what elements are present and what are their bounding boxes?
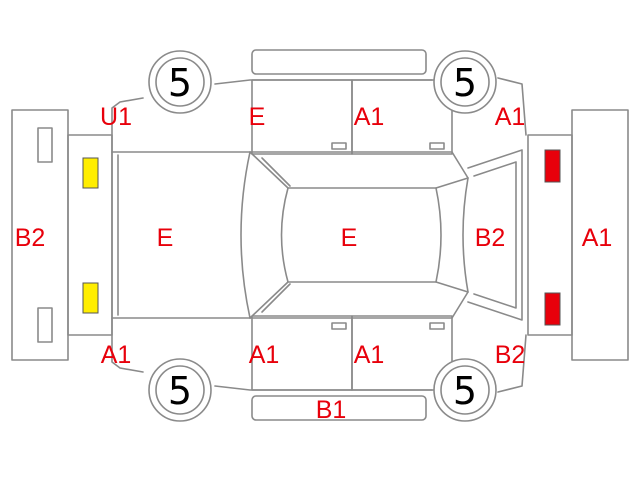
label-right-front-fender[interactable]: A1: [101, 341, 132, 369]
label-right-rocker[interactable]: B1: [316, 396, 347, 424]
rear-right-lamp: [544, 292, 561, 326]
wheel-rear-left-grade: 5: [453, 61, 477, 105]
label-rear-bumper[interactable]: A1: [582, 224, 613, 252]
label-roof[interactable]: E: [341, 224, 358, 252]
car-body-outline: [111, 77, 527, 393]
wheel-rear-right-grade: 5: [453, 369, 477, 413]
wheel-rear-left[interactable]: 5: [433, 50, 497, 114]
wheel-front-left[interactable]: 5: [148, 50, 212, 114]
wheel-rear-right[interactable]: 5: [433, 358, 497, 422]
label-left-rear-quarter[interactable]: A1: [495, 103, 526, 131]
front-left-lamp: [82, 157, 99, 189]
wheel-front-left-grade: 5: [168, 61, 192, 105]
label-left-rear-door[interactable]: A1: [354, 103, 385, 131]
front-right-lamp: [82, 282, 99, 314]
label-rear-glass[interactable]: B2: [475, 224, 506, 252]
left-rocker-panel[interactable]: [251, 49, 427, 75]
label-left-front-fender[interactable]: U1: [100, 103, 132, 131]
wheel-front-right-grade: 5: [168, 369, 192, 413]
rear-left-lamp: [544, 149, 561, 183]
label-front-bumper[interactable]: B2: [15, 224, 46, 252]
label-right-rear-quarter[interactable]: B2: [495, 341, 526, 369]
label-left-front-door[interactable]: E: [249, 103, 266, 131]
label-right-rear-door[interactable]: A1: [354, 341, 385, 369]
right-rocker-panel[interactable]: [251, 395, 427, 421]
wheel-front-right[interactable]: 5: [148, 358, 212, 422]
label-hood[interactable]: E: [157, 224, 174, 252]
rear-panel: [527, 134, 573, 336]
label-right-front-door[interactable]: A1: [249, 341, 280, 369]
